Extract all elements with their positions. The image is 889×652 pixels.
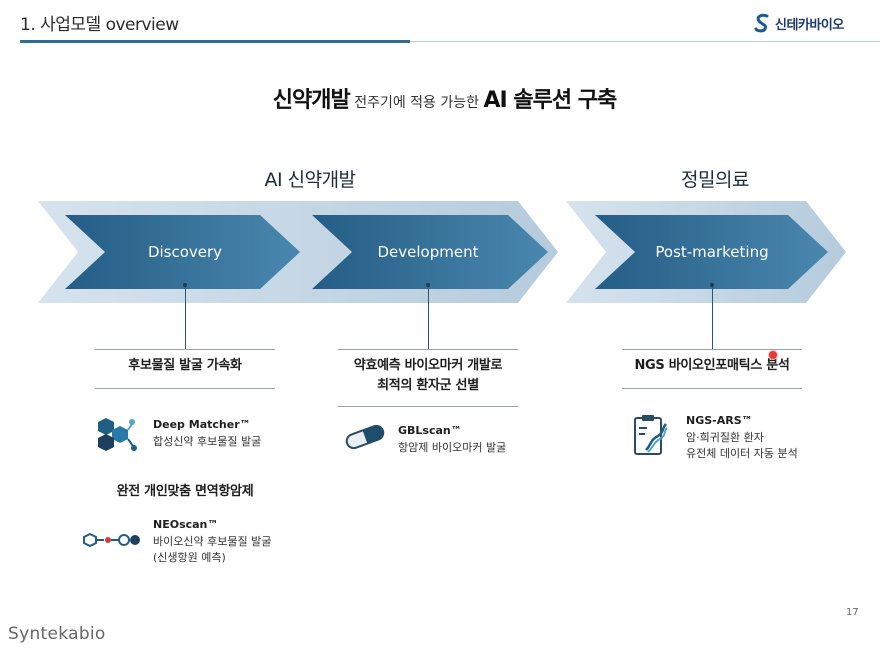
page-number: 17	[846, 607, 859, 618]
development-bottom-rule	[338, 406, 518, 407]
page-title: 1. 사업모델 overview	[20, 15, 179, 35]
molecule-icon	[98, 418, 137, 451]
discovery-connector	[185, 287, 186, 349]
main-title: 신약개발 전주기에 적용 가능한 AI 솔루션 구축	[0, 82, 889, 114]
stage-arrows: Discovery Development Post-marketing	[38, 201, 846, 303]
logo-text: 신테카바이오	[775, 17, 844, 33]
header-divider-light	[410, 41, 880, 42]
development-top-rule	[338, 349, 518, 350]
section-ai-drug-discovery: AI 신약개발	[264, 169, 356, 191]
discovery-category-title: 후보물질 발굴 가속화	[128, 358, 242, 373]
post-marketing-category-title: NGS 바이오인포매틱스 분석	[634, 358, 790, 373]
main-title-part3: AI 솔루션 구축	[483, 88, 617, 113]
neoscan-desc-line1: 바이오신약 후보물질 발굴	[153, 535, 272, 548]
ngs-ars-desc-line1: 암·희귀질환 환자	[686, 431, 764, 444]
capsule-icon	[345, 424, 385, 450]
header-divider	[20, 40, 410, 43]
stage-discovery-label: Discovery	[148, 243, 222, 261]
post-marketing-bottom-rule	[622, 388, 802, 389]
neoantigen-icon	[83, 532, 140, 548]
section-precision-medicine: 정밀의료	[681, 169, 749, 191]
footer-logo-text: Syntekabio	[8, 624, 106, 644]
deep-matcher-name: Deep Matcher™	[153, 418, 251, 431]
stage-post-marketing-label: Post-marketing	[655, 243, 768, 261]
ngs-ars-desc-line2: 유전체 데이터 자동 분석	[686, 447, 798, 460]
discovery-category2-title: 완전 개인맞춤 면역항암제	[116, 484, 254, 499]
development-connector	[428, 287, 429, 349]
neoscan-desc-line2: (신생항원 예측)	[153, 551, 226, 564]
development-arrow	[312, 215, 548, 289]
pointer-cursor-icon	[768, 350, 778, 360]
discovery-top-rule	[95, 349, 275, 350]
development-category-title-line2: 최적의 환자군 선별	[377, 378, 479, 393]
clipboard-dna-icon	[634, 415, 668, 455]
development-category-title-line1: 약효예측 바이오마커 개발로	[353, 358, 503, 373]
company-logo: 신테카바이오	[753, 13, 844, 33]
stage-development-label: Development	[378, 243, 479, 261]
neoscan-name: NEOscan™	[153, 518, 219, 531]
post-marketing-arrow	[595, 215, 828, 289]
ngs-ars-name: NGS-ARS™	[686, 414, 753, 427]
post-marketing-top-rule	[622, 349, 802, 350]
deep-matcher-desc: 합성신약 후보물질 발굴	[153, 435, 262, 448]
main-title-part1: 신약개발	[272, 88, 351, 113]
discovery-bottom-rule	[95, 388, 275, 389]
gblscan-name: GBLscan™	[398, 424, 462, 437]
main-title-part2: 전주기에 적용 가능한	[349, 95, 484, 111]
gblscan-desc: 항암제 바이오마커 발굴	[398, 441, 507, 454]
discovery-arrow	[65, 215, 300, 289]
post-marketing-connector	[712, 287, 713, 349]
syntekabio-logo-icon	[754, 13, 769, 33]
